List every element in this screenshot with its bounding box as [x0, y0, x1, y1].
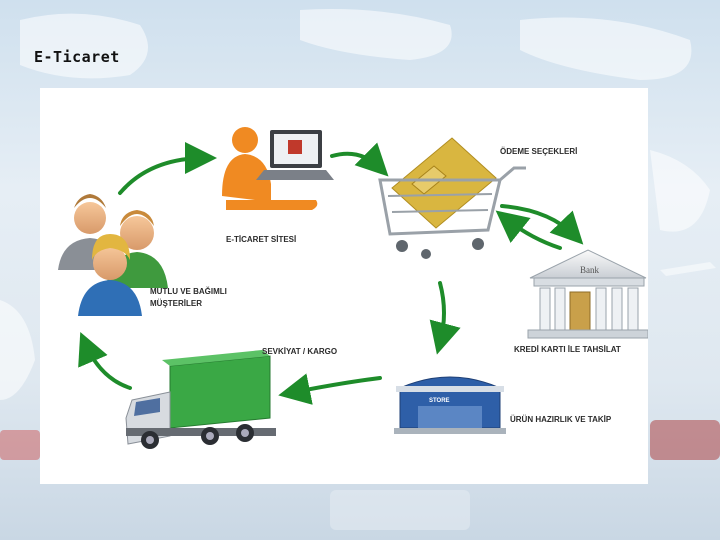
- background-ship-left-icon: [0, 430, 40, 460]
- arrow-bank-to-payment: [495, 210, 562, 250]
- label-credit-card: KREDİ KARTI İLE TAHSİLAT: [514, 345, 621, 354]
- background-plane-icon: [660, 262, 716, 276]
- bank-icon: Bank: [527, 249, 648, 339]
- arrow-payment-to-store: [429, 281, 461, 355]
- label-payment-options: ÖDEME SEÇEKLERİ: [500, 147, 578, 156]
- label-product-prep: ÜRÜN HAZIRLIK VE TAKİP: [510, 415, 612, 424]
- arrow-store-to-truck: [278, 373, 382, 405]
- slide-title: E-Ticaret: [34, 48, 120, 66]
- label-shipping: SEVKİYAT / KARGO: [262, 347, 338, 356]
- store-sign-text: STORE: [429, 398, 450, 404]
- arrow-payment-to-bank: [500, 204, 584, 245]
- label-customers-line1: MUTLU VE BAĞIMLI: [150, 287, 227, 296]
- arrow-truck-to-customers: [78, 331, 132, 390]
- delivery-truck-icon: [125, 350, 276, 449]
- arrow-customers-to-site: [118, 142, 217, 195]
- bank-sign-text: Bank: [580, 265, 599, 275]
- arrow-site-to-payment: [330, 142, 389, 177]
- card-cart-icon: [378, 137, 526, 259]
- store-icon: STORE: [394, 376, 506, 434]
- laptop-user-icon: [222, 127, 334, 210]
- customers-icon: [58, 194, 168, 316]
- background-ship-icon: [650, 420, 720, 460]
- ecommerce-cycle-diagram: Bank STORE E-TİCARET SİTESİ ÖDEME SEÇEKL…: [40, 88, 648, 484]
- label-customers-line2: MÜŞTERİLER: [150, 299, 202, 308]
- background-truck-icon: [330, 490, 470, 530]
- label-ecommerce-site: E-TİCARET SİTESİ: [226, 235, 297, 244]
